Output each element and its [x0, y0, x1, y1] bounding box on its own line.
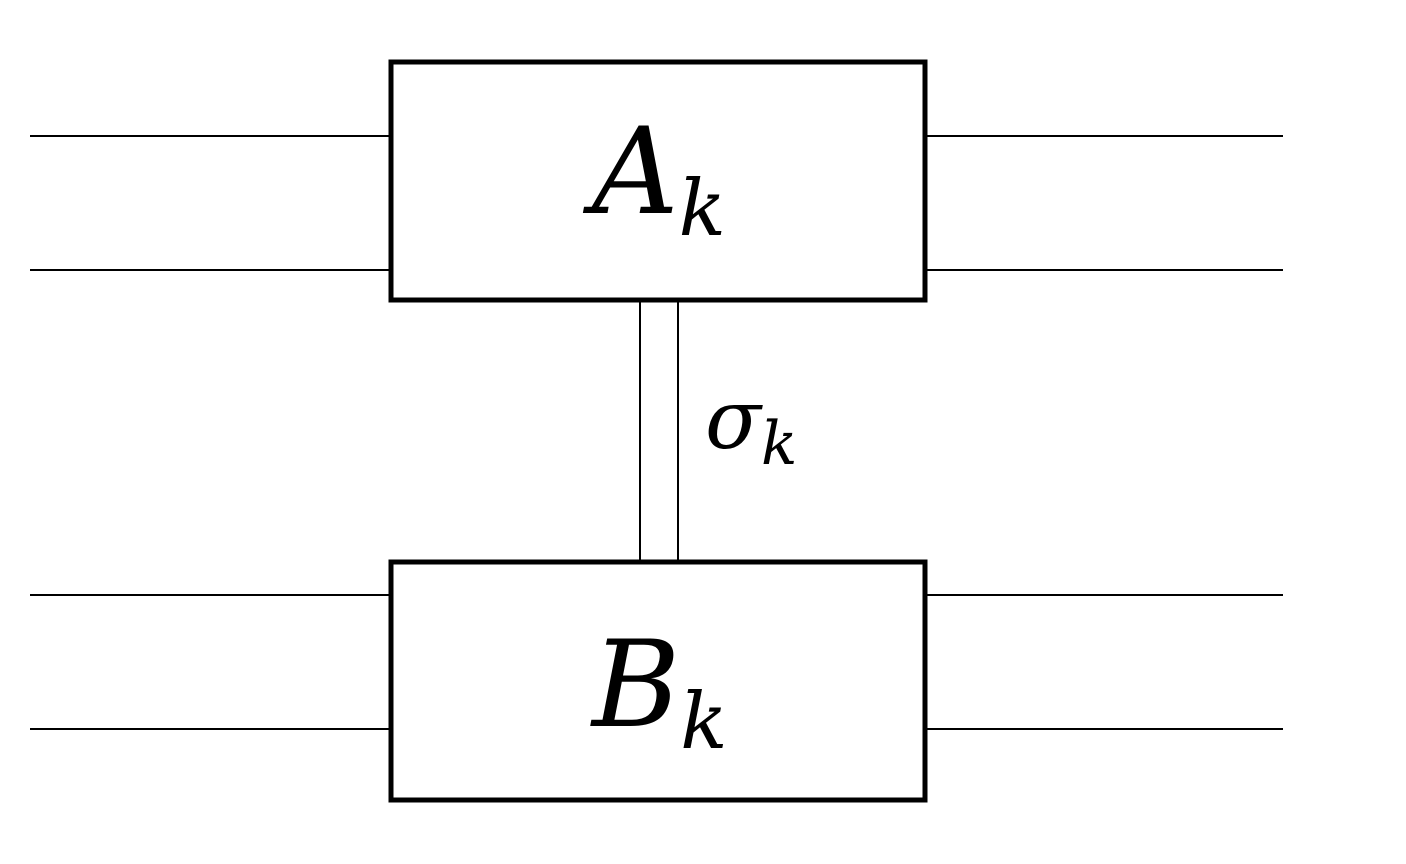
- top-box: [388, 59, 928, 303]
- top-box-label: Ak: [582, 103, 726, 254]
- connector-label: σk: [705, 373, 797, 479]
- bottom-box: [388, 559, 928, 803]
- bottom-box-label: Bk: [590, 616, 727, 767]
